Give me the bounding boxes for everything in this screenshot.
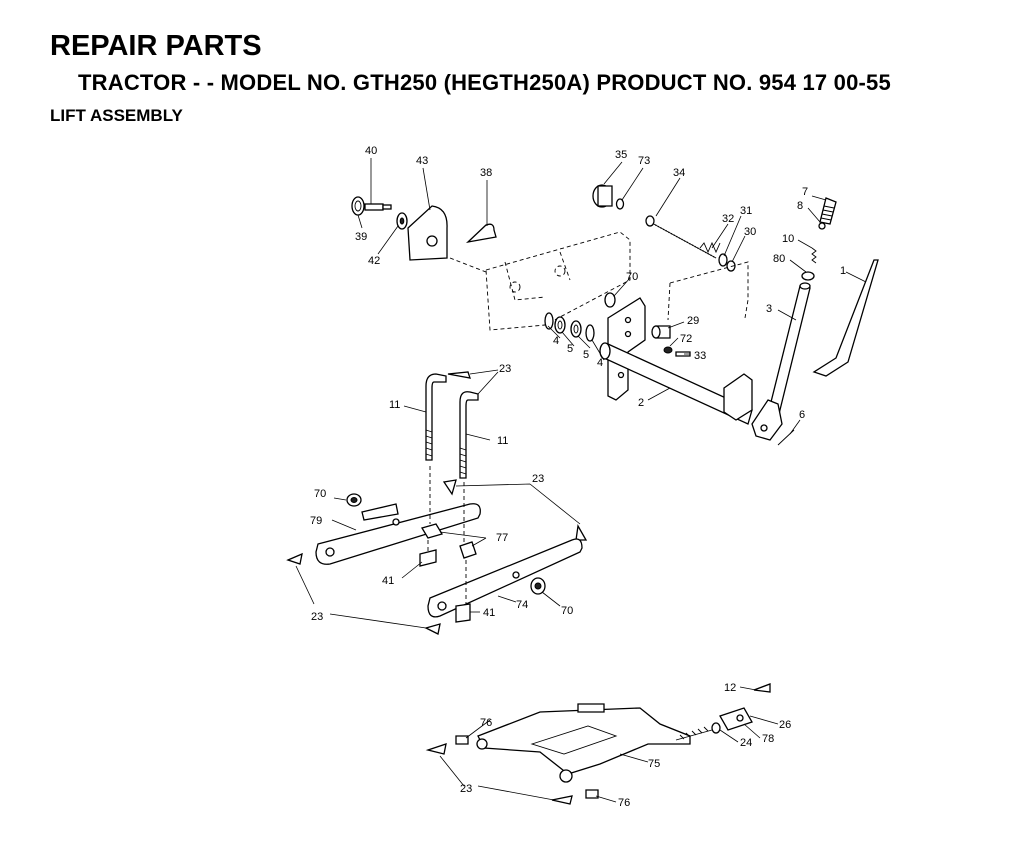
- callout-30: 30: [744, 226, 756, 238]
- callout-12: 12: [724, 682, 736, 694]
- callout-10: 10: [782, 233, 794, 245]
- callout-79: 79: [310, 515, 322, 527]
- callout-3: 3: [766, 303, 772, 315]
- page-title: REPAIR PARTS: [50, 30, 262, 62]
- callout-76-top: 76: [480, 717, 492, 729]
- section-heading: LIFT ASSEMBLY: [50, 106, 183, 125]
- callout-26: 26: [779, 719, 791, 731]
- callout-11-right: 11: [497, 435, 508, 447]
- part-43-bracket: [407, 205, 448, 261]
- callout-74: 74: [516, 599, 528, 611]
- callout-1: 1: [840, 265, 846, 277]
- callout-4-right: 4: [597, 357, 603, 369]
- part-12-clip: [753, 683, 771, 693]
- callout-41-right: 41: [483, 607, 495, 619]
- frame-outline: [449, 231, 631, 331]
- callout-7: 7: [802, 186, 808, 198]
- callout-75: 75: [648, 758, 660, 770]
- part-10-spring: [811, 247, 817, 264]
- leader-lines: [295, 158, 867, 803]
- part-34-threaded-rod: [645, 215, 717, 259]
- dashed-guide: [667, 261, 749, 321]
- callout-43: 43: [416, 155, 428, 167]
- part-40-bolt: [364, 203, 392, 211]
- part-42-washer: [396, 212, 408, 230]
- part-79-plate: [315, 503, 481, 565]
- part-2-rock-shaft: [599, 297, 753, 425]
- callout-39: 39: [355, 231, 367, 243]
- part-38-clip: [465, 223, 497, 244]
- callout-70-upper: 70: [626, 271, 638, 283]
- callout-8: 8: [797, 200, 803, 212]
- part-23-clips-bottom: [425, 743, 573, 805]
- callout-70-right: 70: [561, 605, 573, 617]
- callout-5-left: 5: [567, 343, 573, 355]
- callout-34: 34: [673, 167, 685, 179]
- callout-42: 42: [368, 255, 380, 267]
- callout-38: 38: [480, 167, 492, 179]
- callout-23-middle: 23: [532, 473, 544, 485]
- callout-5-right: 5: [583, 349, 589, 361]
- part-1-rod: [812, 259, 879, 377]
- part-3-lift-handle: [751, 282, 811, 441]
- part-11-lift-links: [425, 373, 479, 479]
- callout-29: 29: [687, 315, 699, 327]
- callout-23-lower: 23: [311, 611, 323, 623]
- part-74-plate: [427, 538, 583, 618]
- part-29-bushing: [651, 325, 671, 339]
- part-7-grip: [819, 197, 837, 225]
- part-31-washer: [718, 253, 728, 267]
- part-23-clips-middle: [286, 371, 588, 635]
- callout-24: 24: [740, 737, 752, 749]
- part-8-pin: [818, 222, 826, 230]
- part-73-nut: [615, 198, 625, 210]
- callout-31: 31: [740, 205, 752, 217]
- part-70-washer-upper: [604, 292, 616, 308]
- part-72-washer: [663, 346, 673, 354]
- callout-23-bottom: 23: [460, 783, 472, 795]
- part-24-nut: [711, 722, 721, 734]
- part-39-knob: [351, 196, 365, 216]
- callout-73: 73: [638, 155, 650, 167]
- part-30-nut: [726, 260, 736, 272]
- part-80-washer: [801, 271, 815, 281]
- part-35-knob: [592, 184, 613, 208]
- part-76-bolts: [455, 735, 599, 799]
- part-70-washers-middle: [346, 493, 546, 595]
- callout-70-left: 70: [314, 488, 326, 500]
- dashed-guides-middle: [427, 466, 467, 604]
- callout-78: 78: [762, 733, 774, 745]
- callout-80: 80: [773, 253, 785, 265]
- callout-32: 32: [722, 213, 734, 225]
- part-75-plate-assembly: [476, 703, 713, 783]
- callout-41-left: 41: [382, 575, 394, 587]
- callout-2: 2: [638, 397, 644, 409]
- callout-6: 6: [799, 409, 805, 421]
- callout-40: 40: [365, 145, 377, 157]
- part-77-blocks: [421, 523, 477, 559]
- part-41-spacers: [419, 549, 471, 623]
- callout-23-top: 23: [499, 363, 511, 375]
- part-33-pin: [675, 351, 691, 357]
- callout-4-left: 4: [553, 335, 559, 347]
- callout-72: 72: [680, 333, 692, 345]
- callout-77: 77: [496, 532, 508, 544]
- callout-35: 35: [615, 149, 627, 161]
- page-subtitle: TRACTOR - - MODEL NO. GTH250 (HEGTH250A)…: [78, 70, 891, 95]
- callout-labels: 40 43 38 39 42 35 73 34 32 31 30 7 8 10 …: [310, 145, 846, 809]
- washer-set: [544, 312, 595, 342]
- part-32-spring: [699, 241, 721, 254]
- callout-76-bottom: 76: [618, 797, 630, 809]
- callout-33: 33: [694, 350, 706, 362]
- callout-11-left: 11: [389, 399, 400, 411]
